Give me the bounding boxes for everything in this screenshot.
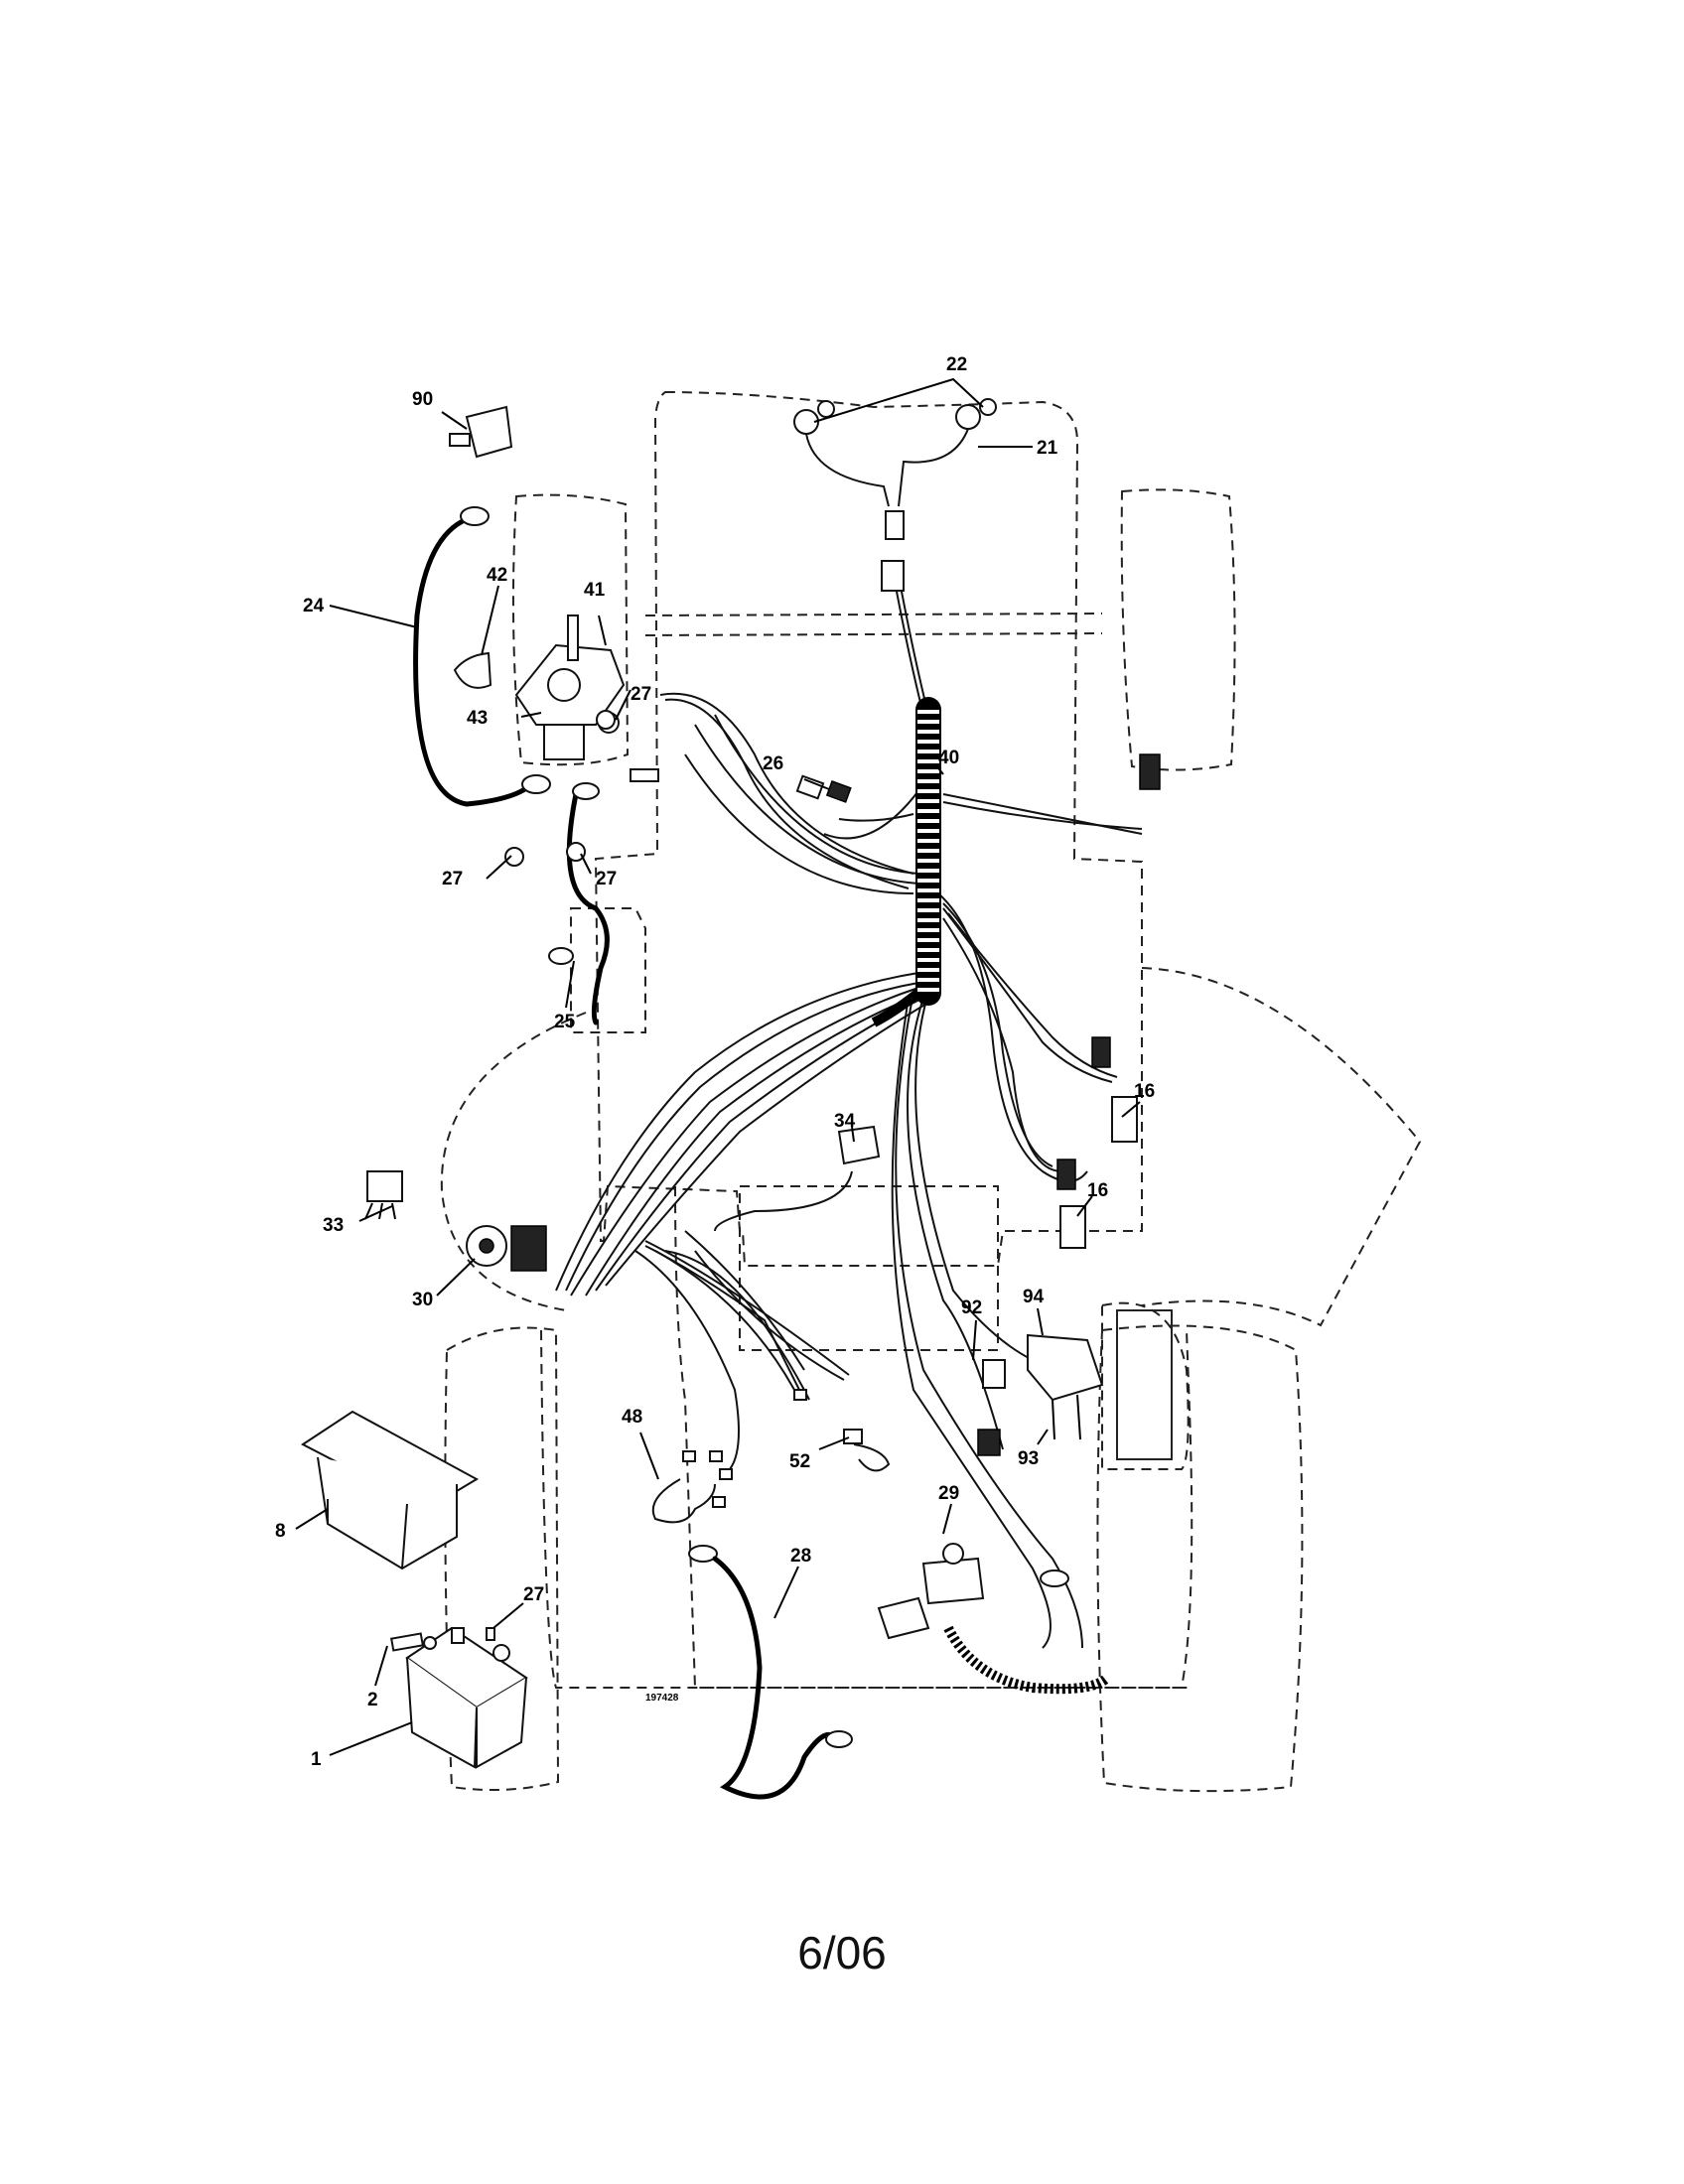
page-date: 6/06 [797,1927,887,1979]
callout-30: 30 [412,1290,433,1310]
callout-48: 48 [622,1407,642,1428]
starter-solenoid [453,614,626,760]
callout-94: 94 [1023,1287,1045,1307]
callout-93: 93 [1018,1448,1039,1469]
ignition-switch [364,1170,547,1272]
callout-16-upper: 16 [1134,1081,1155,1102]
callout-22: 22 [946,354,967,375]
callout-labels: 90 22 21 24 42 41 43 27 26 40 27 27 25 1… [275,354,1155,1770]
callout-27-top: 27 [631,684,651,705]
callout-25: 25 [554,1012,576,1032]
callout-21: 21 [1037,438,1058,459]
relay-assembly [977,1333,1104,1456]
tractor-outline [440,390,1422,1793]
callout-26: 26 [763,753,783,774]
callout-90: 90 [412,389,433,410]
callout-42: 42 [487,565,507,586]
callout-8: 8 [275,1521,286,1542]
part-90-connector [449,405,513,459]
ground-cable [688,1545,853,1800]
callout-52: 52 [789,1451,810,1472]
leader-lines [295,377,1141,1756]
callout-1: 1 [311,1749,322,1770]
headlight-assembly [793,398,997,592]
callout-28: 28 [790,1546,811,1567]
callout-40: 40 [938,748,959,768]
callout-27-left: 27 [442,869,463,889]
battery-tray [301,1410,480,1570]
connectors [651,1389,891,1524]
diagram-code: 197428 [645,1693,679,1704]
pto-switch [877,1543,1111,1695]
callout-92: 92 [961,1297,982,1318]
callout-33: 33 [323,1215,344,1236]
callout-27-battery: 27 [523,1584,544,1605]
callout-16-lower: 16 [1087,1180,1108,1201]
callout-43: 43 [467,708,488,729]
callout-27-mid: 27 [596,869,617,889]
battery-cables [413,506,659,1025]
callout-2: 2 [367,1690,378,1710]
conduit-40 [871,697,941,1027]
battery [390,1626,528,1769]
callout-34: 34 [834,1111,856,1132]
callout-24: 24 [303,596,325,616]
callout-29: 29 [938,1483,959,1504]
switches [795,753,1161,1249]
main-harness [555,575,1143,1649]
callout-41: 41 [584,580,606,601]
